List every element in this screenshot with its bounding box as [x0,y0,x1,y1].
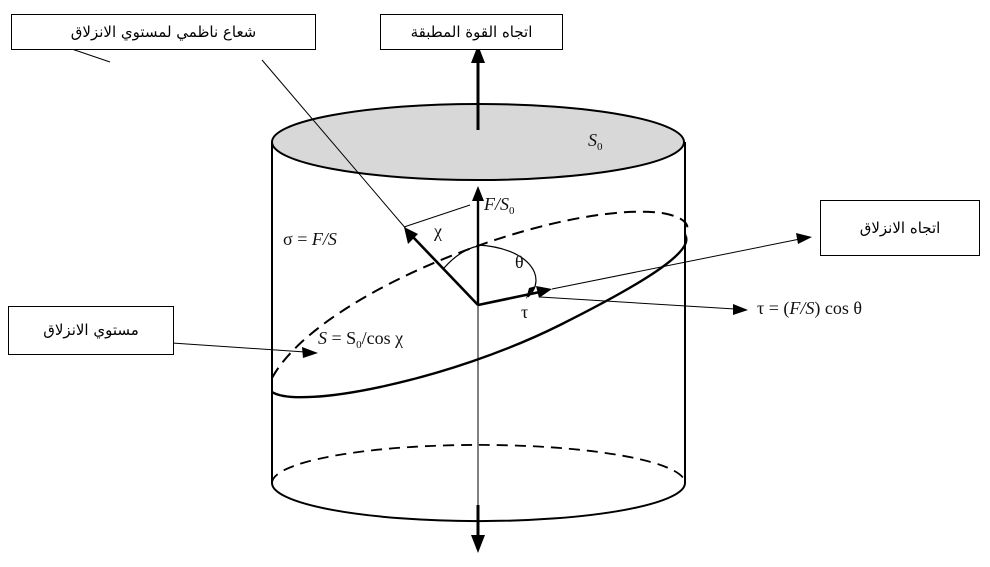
sigma-construction-line [403,204,471,228]
theta-arc-head [526,286,536,299]
tau-leader-head [733,304,748,315]
force-arrow-up [471,45,485,63]
theta-label: θ [515,252,524,272]
tau-equation-label: τ = (F/S) cos θ [757,298,862,319]
theta-arc [477,244,537,298]
slip-area-label: S = S0/cos χ [318,328,403,351]
chi-arc [443,245,479,269]
slip-plane-label: مستوي الانزلاق [8,306,174,355]
sigma-label: σ = F/S [283,229,337,249]
slip-direction-far-head [796,233,812,244]
force-per-area-label: F/S0 [483,194,515,217]
bottom-ellipse-back [271,444,686,484]
force-arrow-down [471,535,485,553]
slip-plane-back [271,210,689,379]
tau-small-label: τ [521,302,528,322]
applied-force-direction-label: اتجاه القوة المطبقة [380,14,563,50]
tau-leader [539,296,736,310]
normal-vector [412,236,479,306]
slip-plane-leader [171,342,306,353]
top-area-label: S0 [588,130,603,153]
normal-leader-line [261,59,414,238]
slip-direction-label: اتجاه الانزلاق [820,200,980,256]
slip-direction-line [551,238,801,290]
force-vector-head [472,186,484,201]
normal-to-slip-plane-label: شعاع ناظمي لمستوي الانزلاق [11,14,316,50]
slip-direction-head [536,286,552,298]
slip-plane-leader-head [302,347,318,358]
chi-label: χ [433,221,442,241]
slip-plane-front [271,234,688,399]
